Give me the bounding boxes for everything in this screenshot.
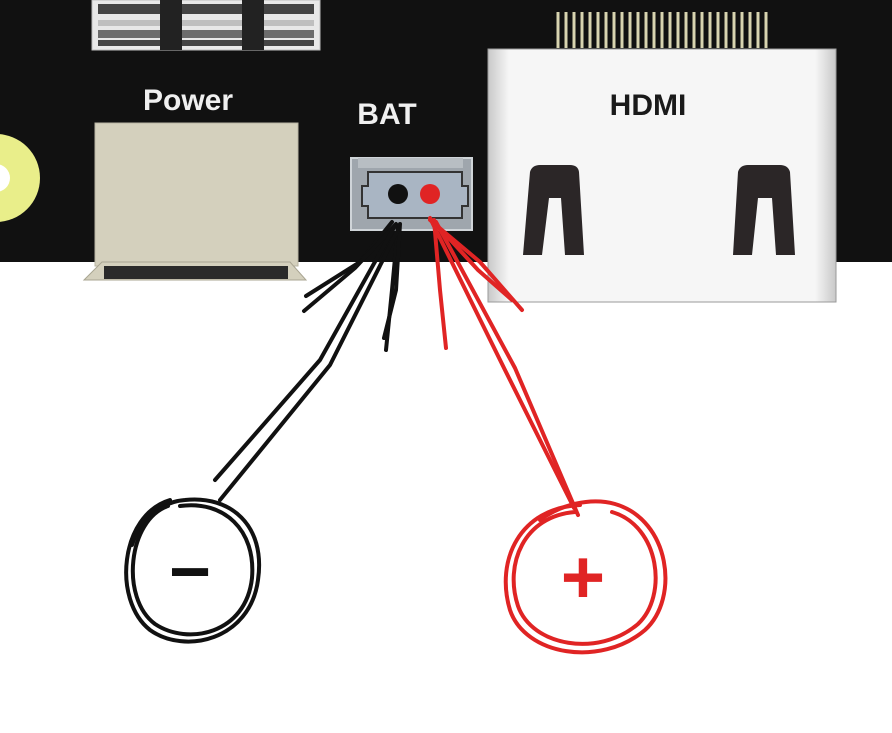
positive-wire: [428, 216, 580, 517]
bat-label: BAT: [357, 98, 416, 131]
negative-terminal-symbol: −: [169, 532, 211, 612]
usb-stack-connector: [91, 0, 321, 51]
negative-wire: [213, 220, 402, 502]
bat-negative-pin: [388, 184, 408, 204]
hdmi-latch-left: [523, 165, 584, 255]
hdmi-label: HDMI: [610, 89, 687, 122]
hdmi-port: [487, 48, 837, 303]
positive-terminal-symbol: +: [561, 535, 605, 620]
bat-connector: [350, 157, 473, 231]
bat-positive-pin: [420, 184, 440, 204]
hdmi-latch-right: [733, 165, 795, 255]
positive-terminal: [503, 499, 668, 655]
power-jack: [82, 122, 308, 281]
power-label: Power: [143, 84, 233, 117]
hdmi-pins: [556, 12, 768, 48]
led-ring: [0, 134, 40, 222]
negative-terminal: [124, 497, 262, 644]
